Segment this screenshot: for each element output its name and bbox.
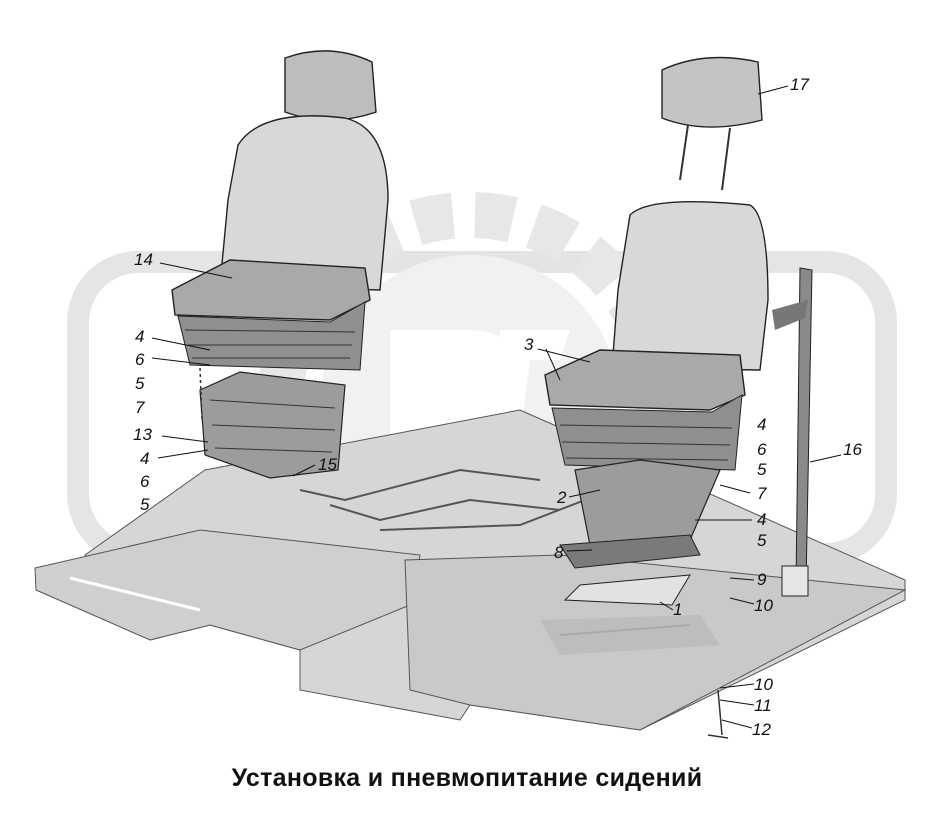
callout-7: 7	[757, 484, 767, 503]
figure-caption: Установка и пневмопитание сидений	[231, 764, 703, 792]
air-supply-pipes	[299, 468, 586, 531]
callout-3: 3	[524, 335, 534, 354]
seat-belt	[772, 267, 813, 597]
callout-4: 4	[140, 449, 149, 468]
callout-14: 14	[134, 250, 153, 269]
callout-12: 12	[752, 720, 771, 739]
callout-5: 5	[135, 374, 145, 393]
callout-5: 5	[140, 495, 150, 514]
callout-4: 4	[135, 327, 144, 346]
callout-10: 10	[754, 596, 773, 615]
callout-2: 2	[556, 488, 567, 507]
callout-11: 11	[754, 696, 772, 715]
callout-6: 6	[140, 472, 150, 491]
right-seat	[544, 200, 769, 606]
callout-4: 4	[757, 510, 766, 529]
left-seat	[171, 50, 389, 479]
callout-7: 7	[135, 398, 145, 417]
fasteners	[199, 367, 729, 739]
callout-13: 13	[133, 425, 152, 444]
callout-9: 9	[757, 570, 767, 589]
callout-6: 6	[135, 350, 145, 369]
callout-6: 6	[757, 440, 767, 459]
callout-5: 5	[757, 531, 767, 550]
callout-16: 16	[843, 440, 862, 459]
callout-15: 15	[318, 455, 337, 474]
callout-4: 4	[757, 415, 766, 434]
callout-labels: 17 14 3 4 6 5 7 13 4 6 5 15 2 8 1 4 6 5 …	[133, 75, 862, 739]
callout-5: 5	[757, 460, 767, 479]
cab-floor	[34, 409, 907, 731]
callout-17: 17	[790, 75, 809, 94]
callout-10: 10	[754, 675, 773, 694]
callout-1: 1	[673, 600, 682, 619]
callout-leaders	[151, 85, 842, 729]
detached-headrest	[661, 56, 763, 191]
callout-8: 8	[554, 543, 564, 562]
